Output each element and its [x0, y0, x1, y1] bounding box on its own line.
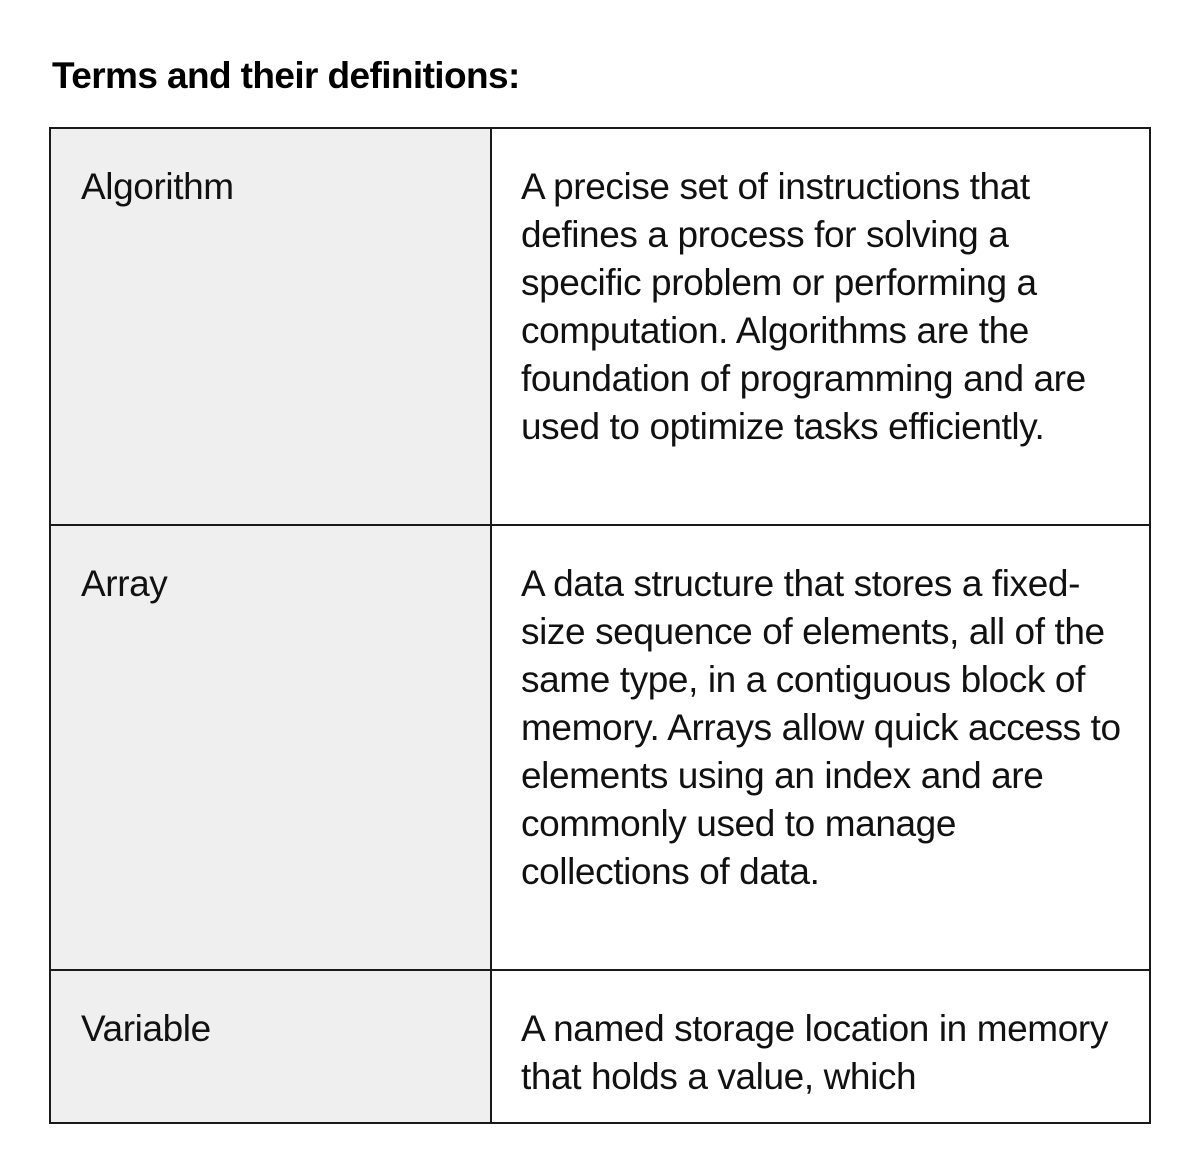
definitions-grid: Algorithm A precise set of instructions … [51, 129, 1149, 1122]
term-cell: Algorithm [51, 129, 492, 526]
definitions-table: Algorithm A precise set of instructions … [49, 127, 1151, 1124]
table-row: Algorithm A precise set of instructions … [51, 129, 1149, 526]
table-row: Array A data structure that stores a fix… [51, 524, 1149, 971]
term-cell: Variable [51, 969, 492, 1122]
table-row: Variable A named storage location in mem… [51, 969, 1149, 1122]
definition-cell: A precise set of instructions that defin… [490, 129, 1149, 526]
definition-cell: A named storage location in memory that … [490, 969, 1149, 1122]
page-heading: Terms and their definitions: [52, 55, 520, 96]
term-cell: Array [51, 524, 492, 971]
definition-cell: A data structure that stores a fixed-siz… [490, 524, 1149, 971]
